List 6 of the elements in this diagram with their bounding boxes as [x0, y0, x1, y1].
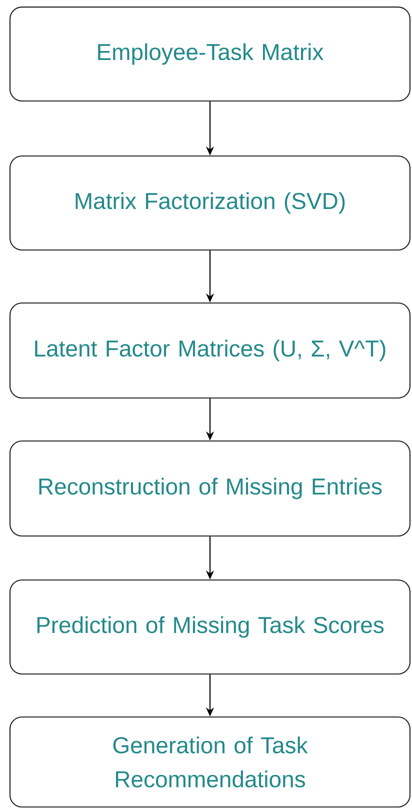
process-box: Generation of Task Recommendations — [9, 716, 411, 808]
process-box: Employee-Task Matrix — [9, 6, 411, 102]
process-box: Reconstruction of Missing Entries — [9, 440, 411, 537]
process-box: Prediction of Missing Task Scores — [9, 579, 411, 675]
process-box: Latent Factor Matrices (U, Σ, V^T) — [9, 302, 411, 399]
process-box: Matrix Factorization (SVD) — [9, 155, 411, 251]
